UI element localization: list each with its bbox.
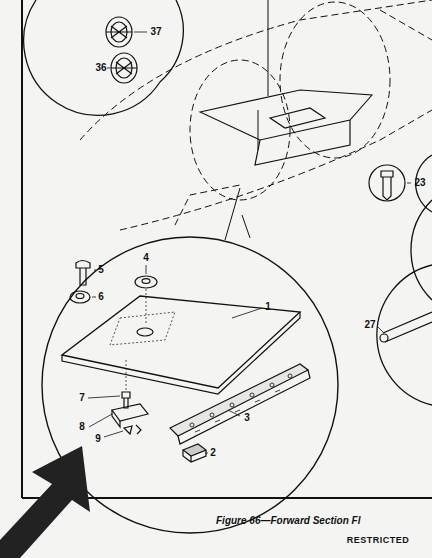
callout-number: 5 — [98, 265, 104, 275]
callout-number: 4 — [143, 253, 149, 263]
callout-number: 1 — [265, 302, 271, 312]
callout-number: 23 — [414, 178, 425, 188]
callout-number: 27 — [364, 320, 375, 330]
callout-number: 7 — [79, 393, 85, 403]
callout-number: 3 — [244, 413, 250, 423]
callout-number: 2 — [210, 448, 216, 458]
figure-caption: Figure 66—Forward Section Fl — [216, 515, 360, 526]
callout-number: 6 — [98, 292, 104, 302]
callout-number: 9 — [95, 434, 101, 444]
callout-number: 8 — [79, 422, 85, 432]
security-marking: RESTRICTED — [347, 536, 410, 545]
callout-number: 36 — [95, 63, 106, 73]
callout-number: 37 — [150, 27, 161, 37]
